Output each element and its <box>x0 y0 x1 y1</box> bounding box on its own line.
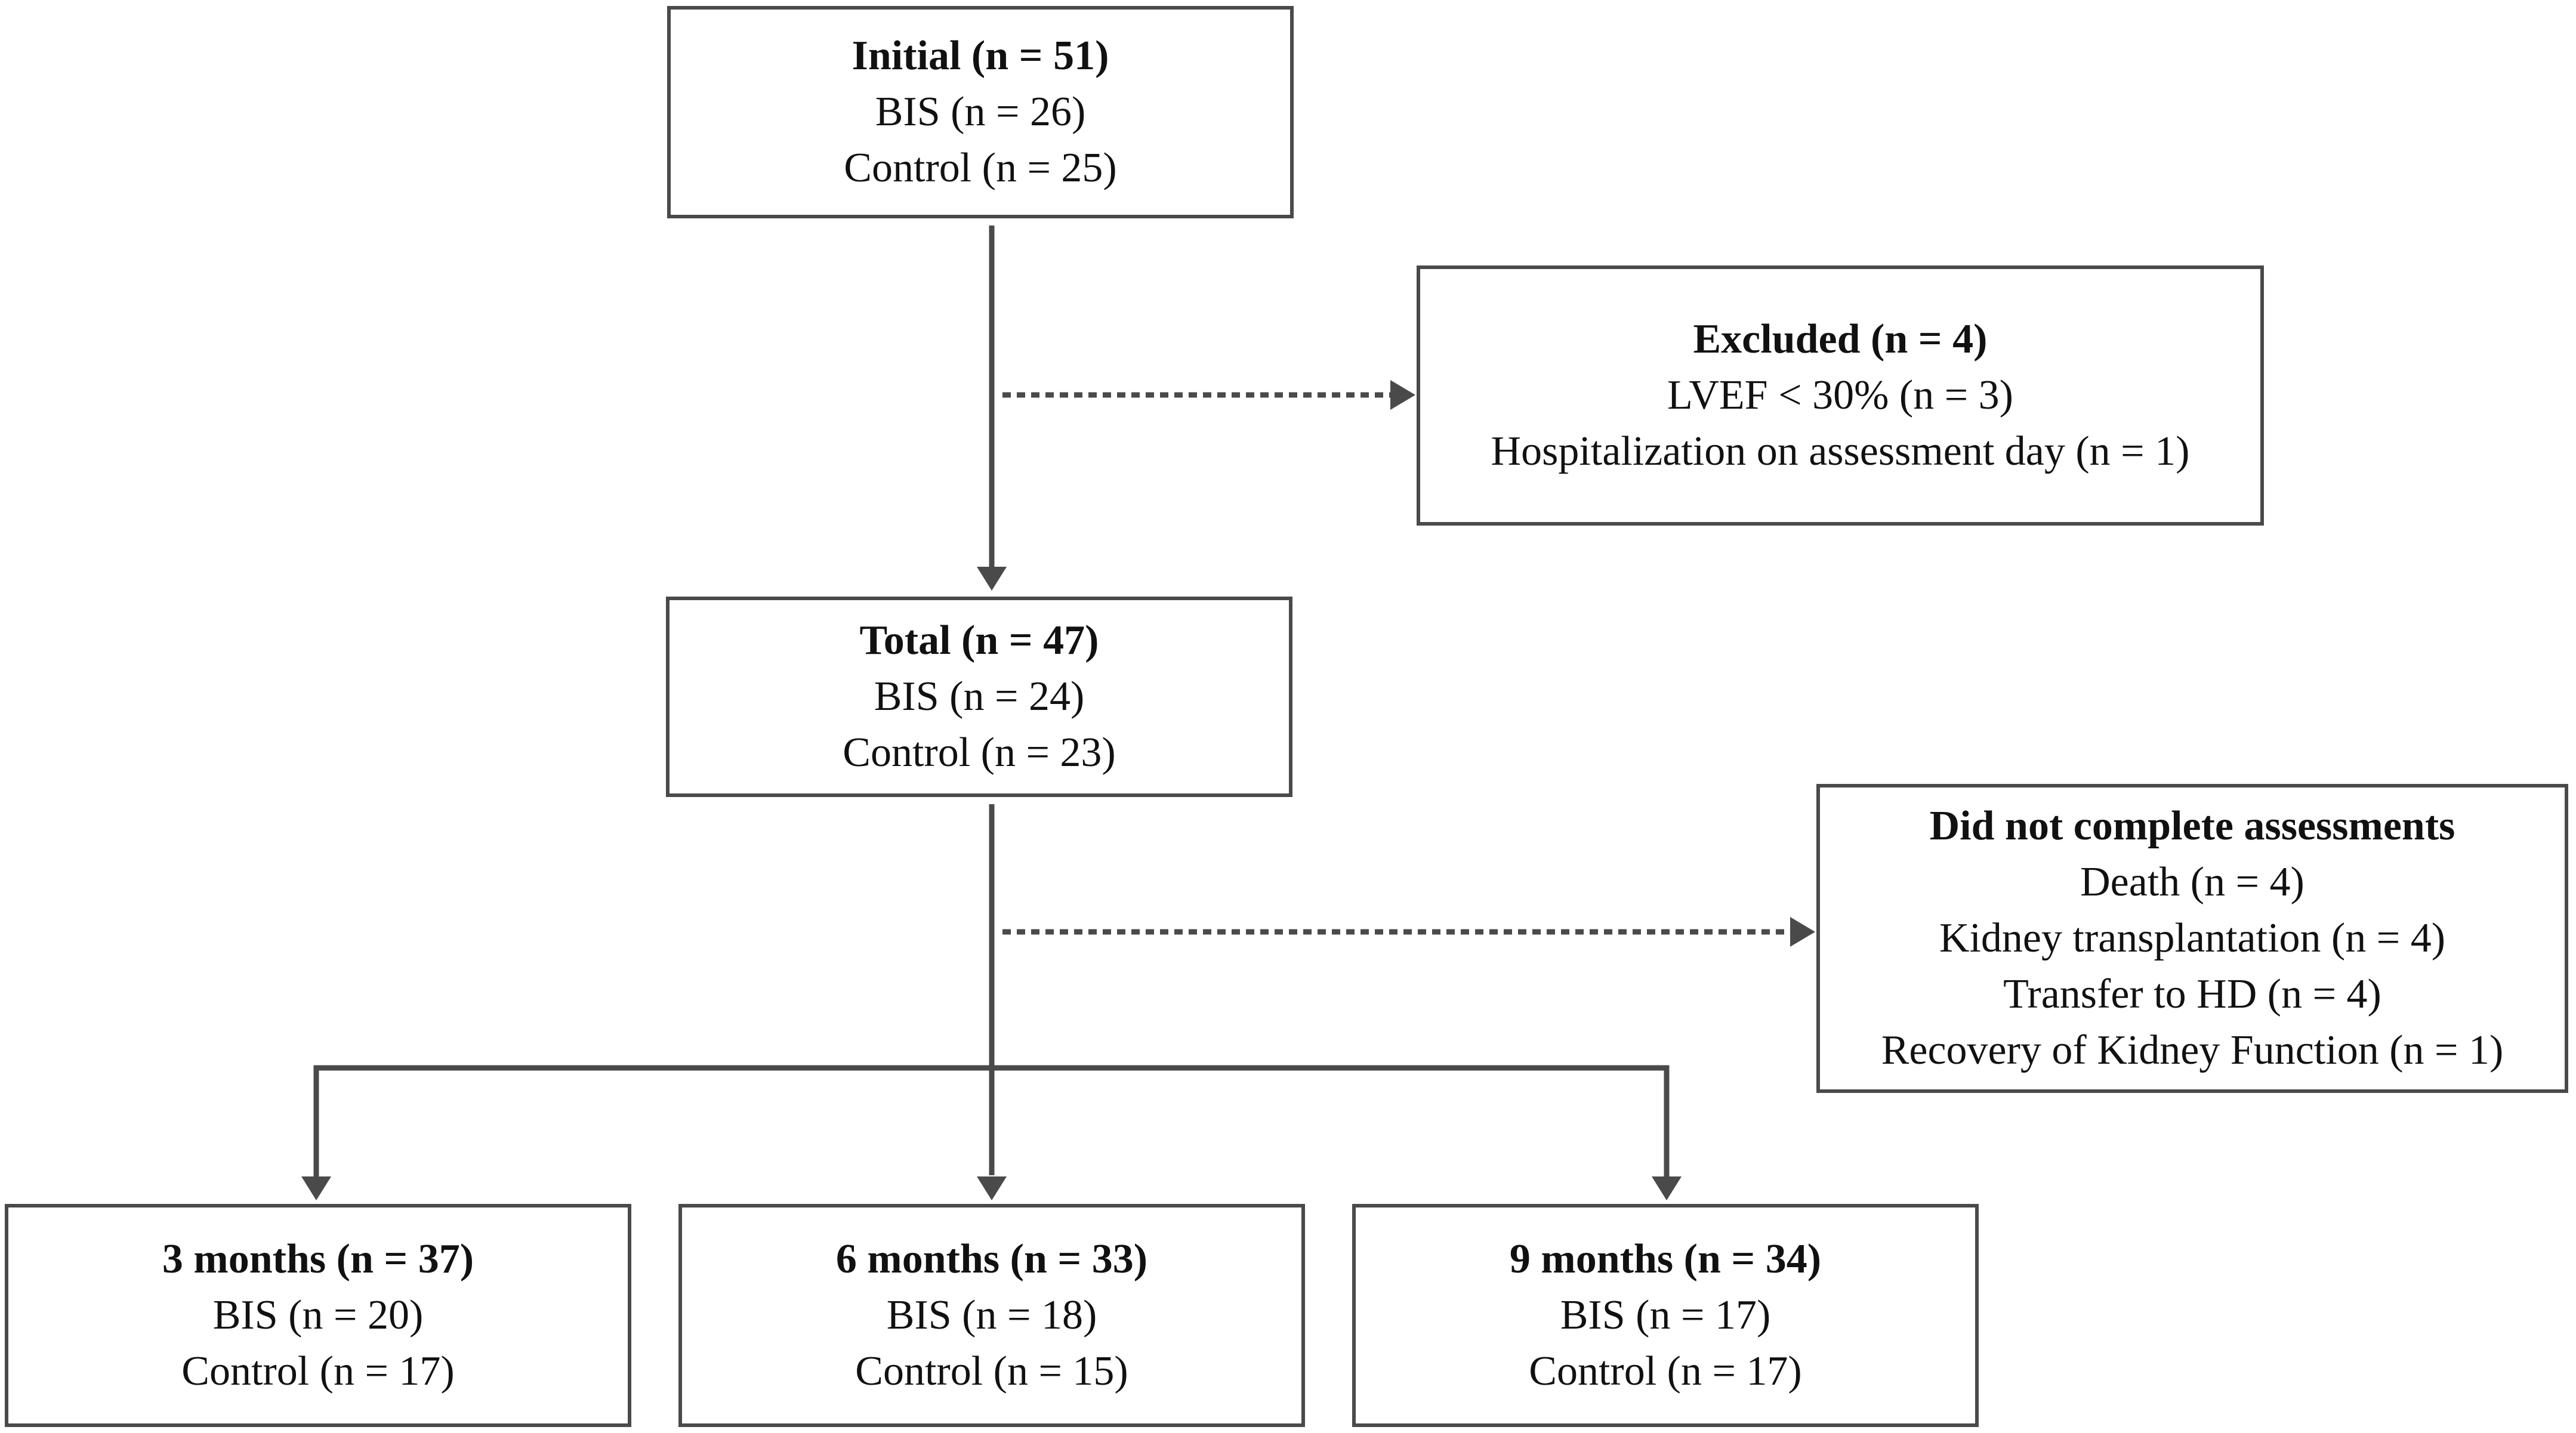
total-title: Total (n = 47) <box>859 617 1099 663</box>
total-control: Control (n = 23) <box>843 730 1116 776</box>
initial-control: Control (n = 25) <box>844 145 1117 191</box>
nine-months-control: Control (n = 17) <box>1529 1348 1802 1394</box>
initial-title: Initial (n = 51) <box>852 33 1109 79</box>
not-completed-transfer: Transfer to HD (n = 4) <box>2003 971 2381 1017</box>
not-completed-recovery: Recovery of Kidney Function (n = 1) <box>1881 1027 2504 1073</box>
not-completed-box: Did not complete assessments Death (n = … <box>1816 784 2568 1093</box>
three-months-box: 3 months (n = 37) BIS (n = 20) Control (… <box>5 1204 631 1427</box>
arrowhead-3-months <box>301 1176 331 1200</box>
six-months-control: Control (n = 15) <box>855 1348 1128 1394</box>
total-bis: BIS (n = 24) <box>874 674 1085 719</box>
excluded-hospitalization: Hospitalization on assessment day (n = 1… <box>1491 428 2190 474</box>
arrowhead-excluded <box>1390 380 1415 410</box>
not-completed-death: Death (n = 4) <box>2080 859 2304 905</box>
excluded-title: Excluded (n = 4) <box>1693 316 1988 362</box>
nine-months-title: 9 months (n = 34) <box>1509 1236 1822 1282</box>
not-completed-title: Did not complete assessments <box>1929 803 2455 849</box>
nine-months-bis: BIS (n = 17) <box>1560 1292 1771 1338</box>
three-months-bis: BIS (n = 20) <box>212 1292 424 1338</box>
not-completed-transplant: Kidney transplantation (n = 4) <box>1939 915 2446 961</box>
three-months-control: Control (n = 17) <box>181 1348 455 1394</box>
total-box: Total (n = 47) BIS (n = 24) Control (n =… <box>666 597 1292 797</box>
initial-box: Initial (n = 51) BIS (n = 26) Control (n… <box>667 6 1294 218</box>
arrowhead-6-months <box>977 1176 1007 1200</box>
six-months-bis: BIS (n = 18) <box>886 1292 1097 1338</box>
initial-bis: BIS (n = 26) <box>875 89 1086 135</box>
three-months-title: 3 months (n = 37) <box>162 1236 474 1282</box>
six-months-title: 6 months (n = 33) <box>835 1236 1148 1282</box>
excluded-lvef: LVEF < 30% (n = 3) <box>1667 372 2013 418</box>
branch-line <box>313 1065 1670 1176</box>
six-months-box: 6 months (n = 33) BIS (n = 18) Control (… <box>678 1204 1305 1427</box>
arrowhead-not-completed <box>1790 917 1815 947</box>
arrowhead-9-months <box>1652 1176 1682 1200</box>
excluded-box: Excluded (n = 4) LVEF < 30% (n = 3) Hosp… <box>1417 265 2264 526</box>
nine-months-box: 9 months (n = 34) BIS (n = 17) Control (… <box>1352 1204 1979 1427</box>
arrowhead-total <box>977 567 1007 591</box>
